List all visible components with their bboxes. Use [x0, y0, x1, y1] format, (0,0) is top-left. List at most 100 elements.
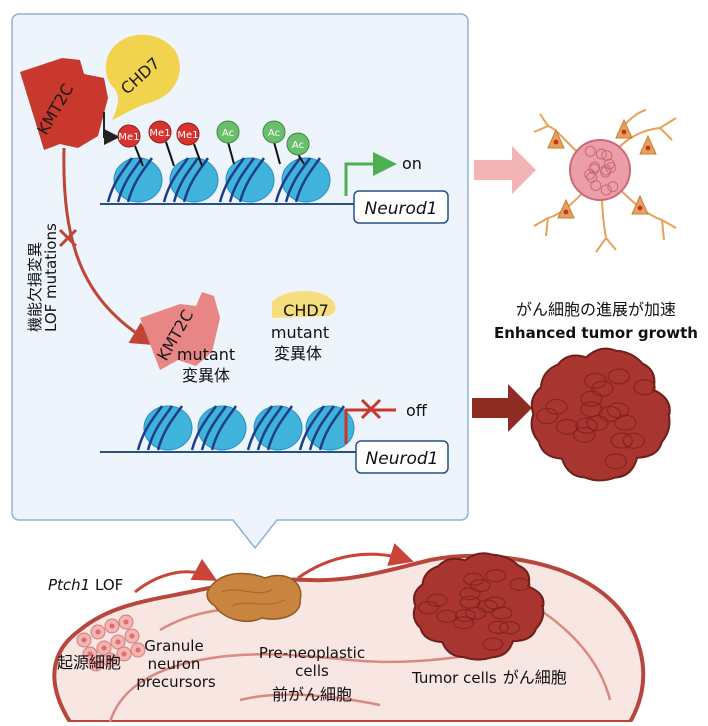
tumor-lobule [463, 572, 485, 586]
cluster-cell [605, 162, 617, 174]
pre-neoplastic-texture [221, 589, 286, 607]
tumor-lobule [459, 595, 481, 609]
dna-wrap [126, 157, 154, 203]
tumor-lobule [436, 609, 458, 623]
ac-mark [286, 132, 310, 156]
preneo-jp-label: 前がん細胞 [272, 685, 352, 704]
dna-wrap [238, 157, 266, 203]
enhanced-growth-jp: がん細胞の進展が加速 [516, 300, 676, 319]
cluster-cell [590, 180, 602, 191]
dna-wrap [172, 157, 200, 203]
ac-label: Ac [222, 128, 234, 139]
chd7-shape [105, 34, 180, 121]
dna-wrap [246, 405, 274, 451]
progression-arrow [297, 543, 414, 580]
neuron-nucleus [621, 129, 627, 135]
tumor-lobule [633, 379, 656, 396]
gnp-nucleus [107, 657, 113, 663]
neuron-body [557, 198, 575, 219]
me1-mark [148, 120, 172, 144]
tumor-lobule [584, 372, 607, 389]
preneo-label-1: Pre-neoplastic [259, 644, 365, 662]
ptch1-arrow [134, 558, 218, 594]
tumor-lobule [555, 418, 579, 435]
dna-wrap [136, 405, 164, 451]
gnp-nucleus [93, 661, 99, 667]
dna-wrap [256, 405, 284, 451]
tumor-lobule [426, 593, 448, 607]
tumor-lobule [580, 401, 603, 418]
chd7-mutant-en: mutant [271, 323, 329, 342]
gnp-nucleus [135, 647, 141, 653]
neurod1-box-bottom [355, 440, 449, 474]
kmt2c-shape [20, 58, 108, 150]
mechanism-panel [11, 13, 469, 550]
gnp-nucleus [101, 645, 107, 651]
dna-wrap [146, 405, 174, 451]
chd7-mutant-label: CHD7 [283, 301, 329, 320]
histone-tail [193, 143, 203, 167]
tumor-lobule [591, 380, 614, 397]
neurite [533, 125, 549, 133]
origin-cell-label: 起源細胞 [57, 653, 121, 672]
chd7-mutant-shape [272, 291, 336, 318]
neurite [539, 113, 549, 127]
dna-wrap [294, 157, 322, 203]
histone-tail [134, 145, 144, 167]
tumor-lobule [610, 432, 633, 449]
dna-wrap [182, 157, 210, 203]
brain-fold [108, 648, 501, 723]
gene-on-arrow [344, 152, 397, 196]
me1-mark [176, 122, 200, 146]
gnp-nucleus [95, 629, 101, 635]
lof-block-icon [58, 228, 78, 248]
cluster-cell [595, 148, 607, 160]
chromatin-repressed [100, 405, 360, 453]
tumor-lobule [604, 453, 627, 470]
neuron-nucleus [645, 145, 651, 151]
dna-wrap [274, 157, 302, 203]
neuron-body [631, 194, 649, 215]
neuron-nucleus [637, 205, 643, 211]
cluster-cell [584, 145, 596, 157]
neuron-cluster [569, 139, 631, 201]
neurod1-label-top: Neurod1 [365, 199, 438, 219]
neurite [533, 217, 549, 227]
neuron-body [547, 128, 565, 149]
me1-label: Me1 [118, 132, 139, 143]
kmt2c-mutant-shape [140, 292, 220, 370]
neurod1-box-top [353, 190, 449, 224]
neurite [661, 219, 677, 229]
enhanced-growth-en: Enhanced tumor growth [494, 324, 698, 342]
kmt2c-mutant-jp: 変異体 [182, 366, 230, 385]
granule-label-2: neuron [148, 655, 201, 673]
tumor-body [530, 347, 671, 482]
me1-label: Me1 [149, 128, 170, 139]
ac-mark [262, 120, 286, 144]
neuron-nucleus [553, 139, 559, 145]
gnp-nucleus [87, 651, 93, 657]
methylation-arrow [103, 112, 120, 145]
histone-tail [165, 141, 175, 167]
neuron-body [615, 118, 633, 139]
tumor-lobule [452, 616, 474, 630]
brain-fold [239, 693, 381, 707]
ptch1-lof-label: Ptch1 LOF [48, 576, 123, 594]
tumor-lobule [580, 390, 603, 407]
tumor-lobule [487, 620, 509, 635]
neurite [661, 219, 665, 241]
granule-label-3: precursors [136, 673, 216, 691]
gnp-nucleus [123, 619, 129, 625]
gnp-nucleus [115, 639, 121, 645]
neurite [605, 237, 617, 251]
gnp-nucleus [129, 633, 135, 639]
histone-tail [297, 153, 305, 165]
gnp-nucleus [81, 637, 87, 643]
cluster-cell [607, 181, 619, 193]
cluster-cell [601, 150, 613, 161]
dna-wrap [162, 157, 190, 203]
me1-mark [117, 124, 141, 148]
tumor-lobule [484, 596, 506, 610]
neurite [659, 127, 673, 141]
